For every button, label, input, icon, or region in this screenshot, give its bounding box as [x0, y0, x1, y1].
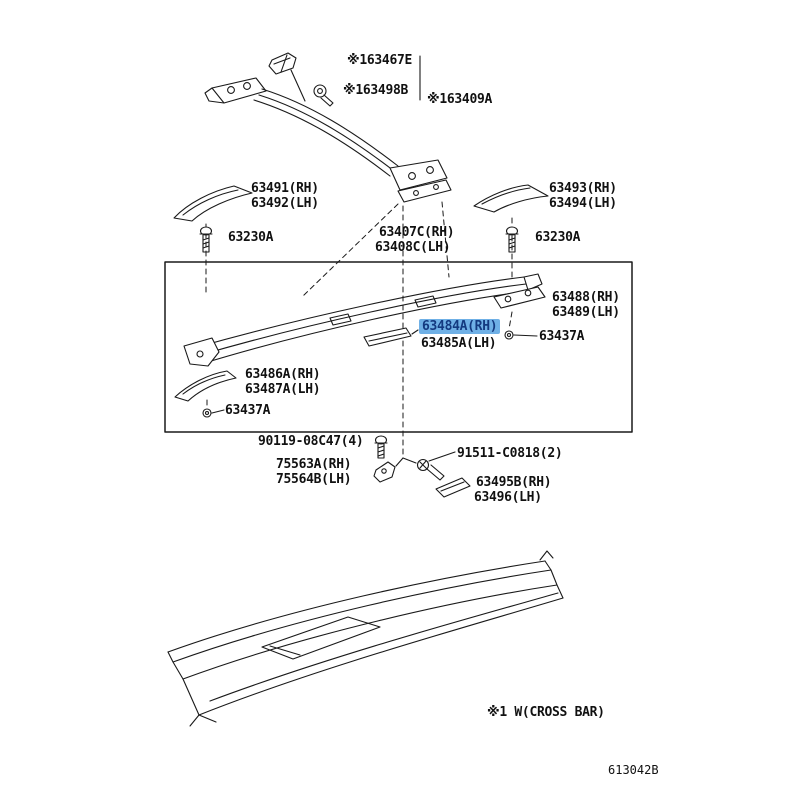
parts-group-box	[164, 261, 633, 433]
part-label-75563a-rh[interactable]: 75563A(RH)	[276, 457, 352, 472]
cover-63495b-drawing	[435, 477, 471, 498]
part-label-63492-lh[interactable]: 63492(LH)	[251, 196, 319, 211]
part-label-63489-lh[interactable]: 63489(LH)	[552, 305, 620, 320]
part-label-63494-lh[interactable]: 63494(LH)	[549, 196, 617, 211]
cover-63484a-drawing	[363, 327, 419, 347]
part-label-63437a-right[interactable]: 63437A	[539, 329, 585, 344]
part-label-163498b[interactable]: ※163498B	[343, 83, 409, 98]
clip-63437a-right-drawing	[504, 330, 538, 340]
part-label-63493-rh[interactable]: 63493(RH)	[549, 181, 617, 196]
cover-63493-drawing	[473, 184, 549, 213]
bolt-90119-drawing	[374, 435, 388, 459]
part-label-63485a-lh[interactable]: 63485A(LH)	[421, 336, 497, 351]
part-label-63437a-left[interactable]: 63437A	[225, 403, 271, 418]
part-label-63230a-left[interactable]: 63230A	[228, 230, 274, 245]
bracket-75563a-drawing	[373, 457, 404, 483]
screw-91511-drawing	[402, 451, 456, 481]
part-label-91511-c0818[interactable]: 91511-C0818(2)	[457, 446, 563, 461]
part-label-63407c-rh[interactable]: 63407C(RH)	[379, 225, 455, 240]
clip-163467e-drawing	[268, 52, 306, 102]
part-label-63487a-lh[interactable]: 63487A(LH)	[245, 382, 321, 397]
part-label-63488-rh[interactable]: 63488(RH)	[552, 290, 620, 305]
clip-63437a-left-drawing	[202, 408, 225, 418]
bolt-63230a-right-drawing	[505, 226, 519, 253]
part-label-63496-lh[interactable]: 63496(LH)	[474, 490, 542, 505]
part-label-63491-rh[interactable]: 63491(RH)	[251, 181, 319, 196]
vehicle-roof-drawing	[167, 550, 564, 727]
cover-63486a-drawing	[174, 370, 237, 402]
part-label-63486a-rh[interactable]: 63486A(RH)	[245, 367, 321, 382]
crossbar-163409a-drawing	[204, 77, 452, 203]
part-label-63408c-lh[interactable]: 63408C(LH)	[375, 240, 451, 255]
crossbar-footnote: ※1 W(CROSS BAR)	[487, 705, 605, 720]
part-label-75564b-lh[interactable]: 75564B(LH)	[276, 472, 352, 487]
bracket-63488-drawing	[493, 286, 546, 309]
roof-rack-rail-drawing	[183, 273, 543, 367]
bolt-63230a-left-drawing	[199, 226, 213, 253]
part-label-163409a[interactable]: ※163409A	[427, 92, 493, 107]
part-label-63484a-rh-selected[interactable]: 63484A(RH)	[419, 319, 501, 334]
figure-code: 613042B	[608, 763, 659, 777]
bolt-163498b-drawing	[313, 84, 334, 107]
part-label-63495b-rh[interactable]: 63495B(RH)	[476, 475, 552, 490]
part-label-90119-08c47[interactable]: 90119-08C47(4)	[258, 434, 364, 449]
cover-63491-drawing	[173, 185, 253, 222]
part-label-163467e[interactable]: ※163467E	[347, 53, 413, 68]
part-label-63230a-right[interactable]: 63230A	[535, 230, 581, 245]
